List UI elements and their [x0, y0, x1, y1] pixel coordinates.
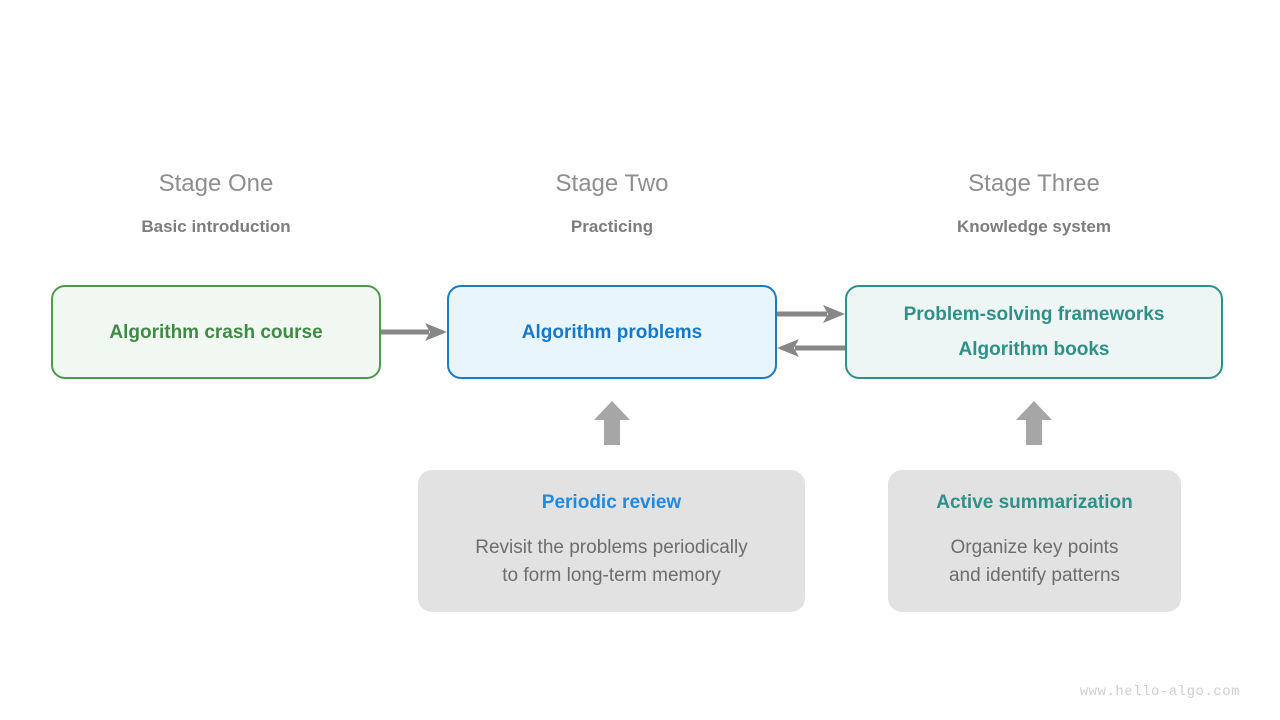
stage-three-title: Stage Three — [968, 170, 1100, 197]
stage-two-title: Stage Two — [555, 170, 669, 197]
stage-two-subtitle: Practicing — [570, 217, 654, 236]
note-active-summarization-title: Active summarization — [936, 491, 1133, 513]
stage-one-title: Stage One — [158, 170, 274, 197]
stage-header-two: Stage Two Practicing — [447, 170, 777, 236]
arrow-frameworks-to-problems — [777, 339, 845, 357]
note-periodic-review-title: Periodic review — [541, 491, 682, 513]
stage-three-subtitle: Knowledge system — [957, 217, 1111, 236]
note-active-summarization[interactable]: Active summarization Organize key points… — [888, 470, 1181, 612]
node-frameworks-line-1: Problem-solving frameworks — [903, 304, 1165, 325]
arrow-crash-course-to-problems — [381, 323, 447, 341]
node-algorithm-crash-course[interactable]: Algorithm crash course — [51, 285, 381, 379]
node-problems-line-1: Algorithm problems — [521, 321, 703, 343]
stage-one-subtitle: Basic introduction — [141, 217, 291, 236]
footer-watermark: www.hello-algo.com — [1079, 684, 1240, 700]
note-active-summarization-body: Organize key points and identify pattern… — [948, 536, 1121, 586]
node-algorithm-problems[interactable]: Algorithm problems — [447, 285, 777, 379]
arrow-summarization-to-frameworks — [1016, 401, 1052, 445]
node-problem-solving-frameworks[interactable]: Problem-solving frameworks Algorithm boo… — [845, 285, 1223, 379]
arrow-problems-to-frameworks — [777, 305, 845, 323]
note-periodic-review-body: Revisit the problems periodically to for… — [475, 536, 748, 586]
node-frameworks-line-2: Algorithm books — [958, 339, 1110, 360]
note-periodic-review[interactable]: Periodic review Revisit the problems per… — [418, 470, 805, 612]
arrow-review-to-problems — [594, 401, 630, 445]
node-crash-course-line-1: Algorithm crash course — [109, 321, 323, 343]
stage-header-one: Stage One Basic introduction — [51, 170, 381, 236]
stage-header-three: Stage Three Knowledge system — [845, 170, 1223, 236]
